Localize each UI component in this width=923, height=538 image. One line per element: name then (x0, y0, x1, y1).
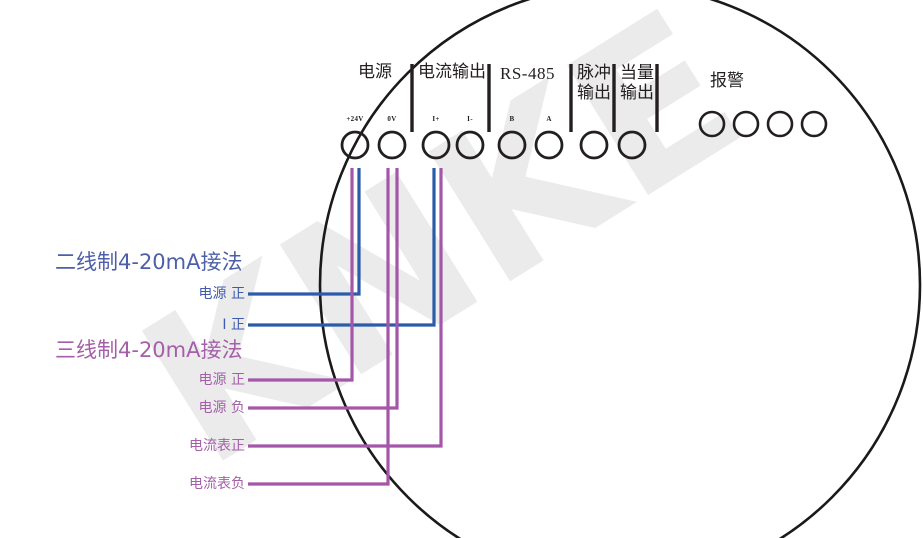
group-label-rs485: RS-485 (500, 64, 555, 83)
alarm-terminal-1 (698, 110, 726, 138)
wire-three-meter-positive (248, 168, 443, 448)
pin-label-a: A (546, 115, 552, 123)
terminal-circles (340, 130, 647, 160)
alarm-terminal-4 (800, 110, 828, 138)
group-label-alarm: 报警 (710, 71, 744, 91)
group-label-equivalent-output: 当量 输出 (619, 63, 655, 103)
wire-two-power-positive (248, 168, 361, 296)
legend-two-wire-current-positive: I 正 (222, 317, 245, 333)
wire-two-current-positive (248, 168, 436, 327)
terminal-iminus (455, 130, 485, 160)
terminal-24v (340, 130, 370, 160)
group-label-equivalent-output-line1: 当量 (620, 63, 654, 83)
legend-title-two-wire: 二线制4-20mA接法 (55, 250, 243, 274)
terminal-pulse (579, 130, 609, 160)
legend-three-wire-power-negative: 电源 负 (198, 400, 245, 416)
alarm-terminal-3 (766, 110, 794, 138)
group-label-equivalent-output-line2: 输出 (620, 83, 654, 103)
group-label-pulse-output-line1: 脉冲 (577, 63, 611, 83)
legend-two-wire-power-positive: 电源 正 (198, 286, 245, 302)
legend-three-wire-meter-positive: 电流表正 (189, 438, 245, 454)
group-label-current-output: 电流输出 (418, 62, 486, 82)
alarm-terminal-circles (698, 110, 828, 138)
alarm-terminal-2 (732, 110, 760, 138)
terminal-b (497, 130, 527, 160)
legend-three-wire-power-positive: 电源 正 (198, 372, 245, 388)
three-wire-connections (248, 168, 443, 486)
group-label-power: 电源 (358, 62, 392, 82)
group-label-pulse-output-line2: 输出 (577, 83, 611, 103)
pin-label-b: B (509, 115, 515, 123)
terminal-iplus (421, 130, 451, 160)
group-separators (410, 64, 659, 132)
terminal-equiv (617, 130, 647, 160)
pin-label-iplus: I+ (432, 115, 440, 123)
group-label-pulse-output: 脉冲 输出 (576, 63, 612, 103)
pin-label-24v: +24V (346, 115, 364, 123)
wire-three-power-positive (248, 168, 354, 382)
terminal-a (534, 130, 564, 160)
terminal-0v (377, 130, 407, 160)
wire-three-meter-negative (248, 168, 390, 486)
two-wire-connections (248, 168, 436, 327)
wire-three-power-negative (248, 168, 399, 410)
pin-label-iminus: I- (467, 115, 473, 123)
legend-three-wire-meter-negative: 电流表负 (189, 476, 245, 492)
pin-label-0v: 0V (387, 115, 397, 123)
device-body-outline (318, 0, 922, 538)
legend-title-three-wire: 三线制4-20mA接法 (55, 338, 243, 362)
